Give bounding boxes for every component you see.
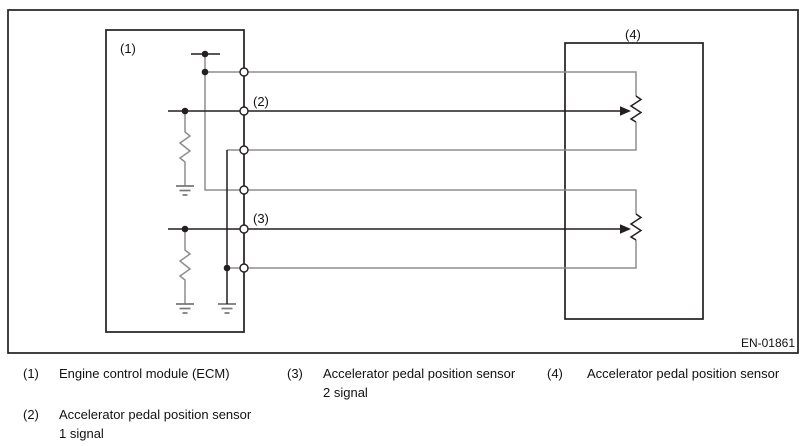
legend-item-number: (1) — [23, 366, 39, 381]
ecm-pin-supply-1 — [239, 67, 249, 77]
figure-id-label: EN-01861 — [741, 336, 795, 350]
legend-item-4: (4) Accelerator pedal position sensor — [547, 364, 779, 383]
potentiometer-2-icon — [629, 213, 643, 241]
callout-signal2-label: (3) — [253, 211, 269, 226]
ground-3-icon — [218, 303, 236, 314]
junction-dot-supply-rail — [201, 68, 209, 76]
figure-frame — [7, 9, 799, 354]
legend-item-1: (1) Engine control module (ECM) — [23, 364, 230, 383]
ecm-box — [105, 29, 245, 333]
gray-wires — [204, 54, 637, 269]
junction-dot-signal-2 — [181, 225, 189, 233]
ground-2-icon — [176, 303, 194, 314]
wiper-arrow-2-icon — [620, 224, 631, 234]
legend-item-text: Engine control module (ECM) — [59, 364, 230, 383]
pulldown-resistor-2-icon — [178, 229, 192, 304]
ecm-pin-supply-2 — [239, 185, 249, 195]
legend-item-text: Accelerator pedal position sensor 2 sign… — [323, 364, 515, 402]
legend-item-number: (4) — [547, 366, 563, 381]
legend-item-text: Accelerator pedal position sensor — [587, 364, 779, 383]
legend-item-line1: Engine control module (ECM) — [59, 366, 230, 381]
legend-item-number: (3) — [287, 366, 303, 381]
legend-item-text: Accelerator pedal position sensor 1 sign… — [59, 405, 251, 443]
legend-item-line2: 2 signal — [323, 385, 368, 400]
potentiometer-1-icon — [629, 95, 643, 123]
wire-supply-sensor1 — [244, 71, 637, 96]
ground-1-icon — [176, 185, 194, 196]
wiring-diagram: (1) (2) (3) (4) EN-01861 — [7, 9, 799, 354]
ecm-pin-return-1 — [239, 145, 249, 155]
legend-item-2: (2) Accelerator pedal position sensor 1 … — [23, 405, 251, 443]
legend-item-line1: Accelerator pedal position sensor — [323, 366, 516, 381]
junction-dot-signal-1 — [181, 107, 189, 115]
wiper-arrow-1-icon — [620, 106, 631, 116]
wire-supply-sensor2 — [244, 189, 637, 214]
ecm-pin-return-2 — [239, 263, 249, 273]
junction-dot-ground-return — [223, 264, 231, 272]
legend-item-line1: Accelerator pedal position sensor — [587, 366, 780, 381]
ecm-pin-signal-1 — [239, 106, 249, 116]
ecm-pin-signal-2 — [239, 224, 249, 234]
legend-item-line2: 1 signal — [59, 426, 104, 441]
junction-dot-supply-bar — [201, 50, 209, 58]
pulldown-resistor-1-icon — [178, 111, 192, 186]
wire-return-sensor2 — [227, 240, 637, 269]
supply-rail-wire — [204, 54, 244, 191]
sensor-box — [564, 42, 704, 320]
wire-return-sensor1 — [227, 122, 637, 151]
legend-item-3: (3) Accelerator pedal position sensor 2 … — [287, 364, 515, 402]
callout-signal1-label: (2) — [253, 94, 269, 109]
callout-sensor-label: (4) — [625, 27, 641, 42]
legend-item-line1: Accelerator pedal position sensor — [59, 407, 252, 422]
callout-ecm-label: (1) — [120, 41, 136, 56]
legend-item-number: (2) — [23, 407, 39, 422]
